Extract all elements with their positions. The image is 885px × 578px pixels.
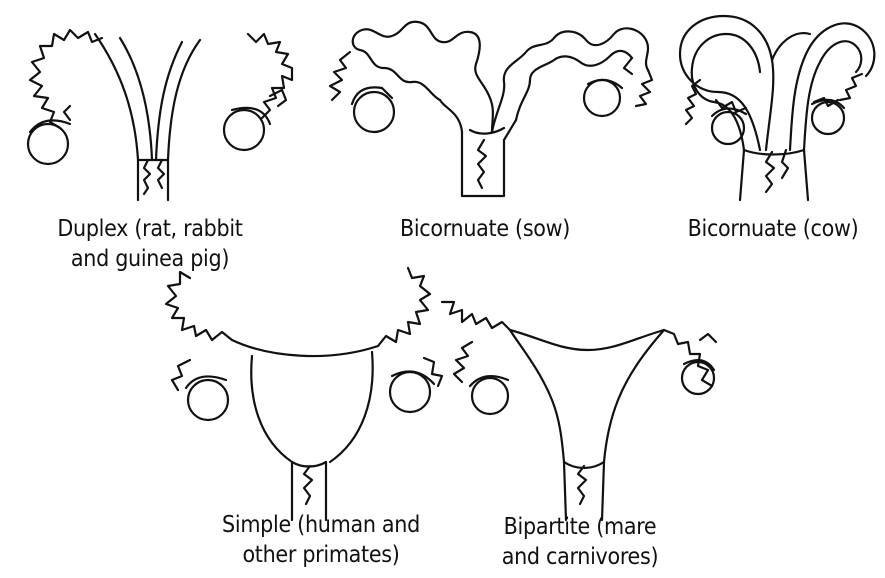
bipartite-caption-line2: and carnivores)	[470, 542, 690, 572]
bipartite-caption-line1: Bipartite (mare	[470, 512, 690, 542]
bipartite-caption: Bipartite (mare and carnivores)	[470, 512, 690, 572]
